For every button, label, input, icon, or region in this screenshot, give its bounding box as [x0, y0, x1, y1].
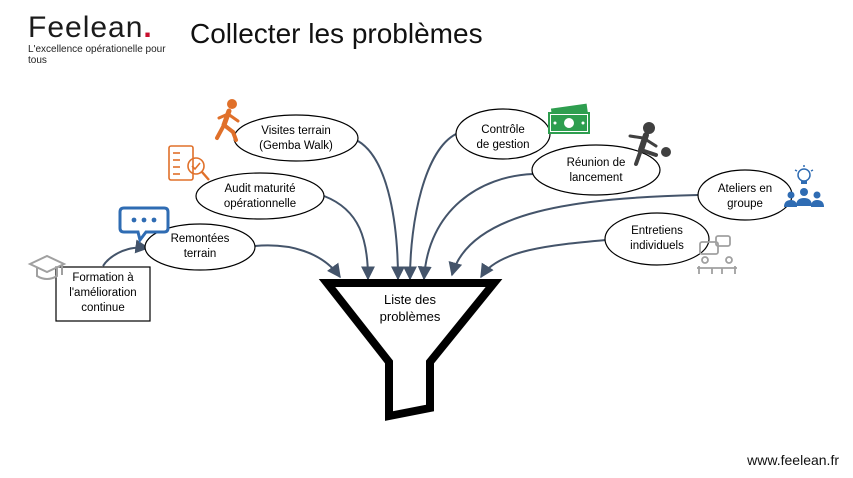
- funnel-shape: [318, 279, 503, 421]
- brand-name: Feelean: [28, 11, 144, 44]
- connector-controle: [403, 133, 457, 281]
- node-visites-line2: (Gemba Walk): [259, 140, 333, 152]
- connector-ateliers: [448, 194, 699, 277]
- kicking-ball-icon: [628, 122, 671, 166]
- node-formation-line2: l'amélioration: [69, 287, 137, 299]
- node-formation-line3: continue: [81, 302, 125, 314]
- node-entretiens-label: Entretiens individuels: [605, 224, 709, 254]
- connector-reunion: [417, 173, 534, 281]
- node-entretiens-line1: Entretiens: [631, 225, 683, 237]
- connector-remontees: [254, 244, 341, 279]
- node-formation-box: [55, 266, 151, 322]
- node-visites-line1: Visites terrain: [261, 125, 331, 137]
- funnel-label-line1: Liste des: [383, 292, 437, 307]
- speech-bubble-icon: [118, 206, 170, 244]
- funnel-label: Liste des problèmes: [360, 291, 460, 325]
- connector-audit: [323, 195, 375, 281]
- connector-entretiens: [480, 239, 607, 279]
- node-remontees-line2: terrain: [183, 248, 217, 260]
- node-formation-line1: Formation à: [72, 272, 134, 284]
- node-reunion-ellipse: [531, 144, 661, 196]
- node-visites-label: Visites terrain (Gemba Walk): [236, 124, 356, 154]
- node-formation-label: Formation à l'amélioration continue: [56, 271, 150, 316]
- node-audit-line1: Audit maturité: [224, 183, 296, 195]
- node-ateliers-label: Ateliers en groupe: [698, 182, 792, 212]
- node-remontees-ellipse: [144, 223, 256, 271]
- node-remontees-label: Remontées terrain: [145, 232, 255, 262]
- connectors: [102, 133, 699, 281]
- brand-dot: .: [143, 11, 153, 44]
- node-audit-line2: opérationnelle: [223, 198, 297, 210]
- node-entretiens-line2: individuels: [630, 240, 684, 252]
- node-reunion-line2: lancement: [569, 172, 623, 184]
- banknotes-icon: [548, 103, 590, 134]
- node-entretiens-ellipse: [604, 212, 710, 266]
- brand-logo: Feelean. L'excellence opérationelle pour…: [28, 12, 178, 67]
- node-audit-label: Audit maturité opérationnelle: [196, 182, 324, 212]
- node-audit-ellipse: [195, 172, 325, 220]
- node-ateliers-line1: Ateliers en: [717, 183, 773, 195]
- funnel-label-line2: problèmes: [379, 309, 441, 324]
- node-ateliers-line2: groupe: [727, 198, 763, 210]
- brand-wordmark: Feelean.: [28, 12, 178, 44]
- checklist-magnifier-icon: [168, 145, 210, 181]
- connector-visites: [357, 140, 405, 281]
- node-controle-line1: Contrôle: [481, 124, 525, 136]
- brand-tagline: L'excellence opérationelle pour tous: [28, 44, 166, 66]
- graduation-cap-icon: [27, 254, 67, 280]
- connector-formation: [102, 239, 150, 267]
- node-reunion-line1: Réunion de: [566, 157, 626, 169]
- page-title: Collecter les problèmes: [190, 18, 483, 49]
- node-controle-label: Contrôle de gestion: [456, 123, 550, 153]
- node-reunion-label: Réunion de lancement: [532, 156, 660, 186]
- node-controle-line2: de gestion: [476, 139, 530, 151]
- footer-url: www.feelean.fr: [747, 452, 839, 468]
- node-remontees-line1: Remontées: [170, 233, 230, 245]
- interview-icon: [697, 235, 737, 274]
- group-idea-icon: [784, 165, 824, 207]
- walking-person-icon: [215, 99, 240, 142]
